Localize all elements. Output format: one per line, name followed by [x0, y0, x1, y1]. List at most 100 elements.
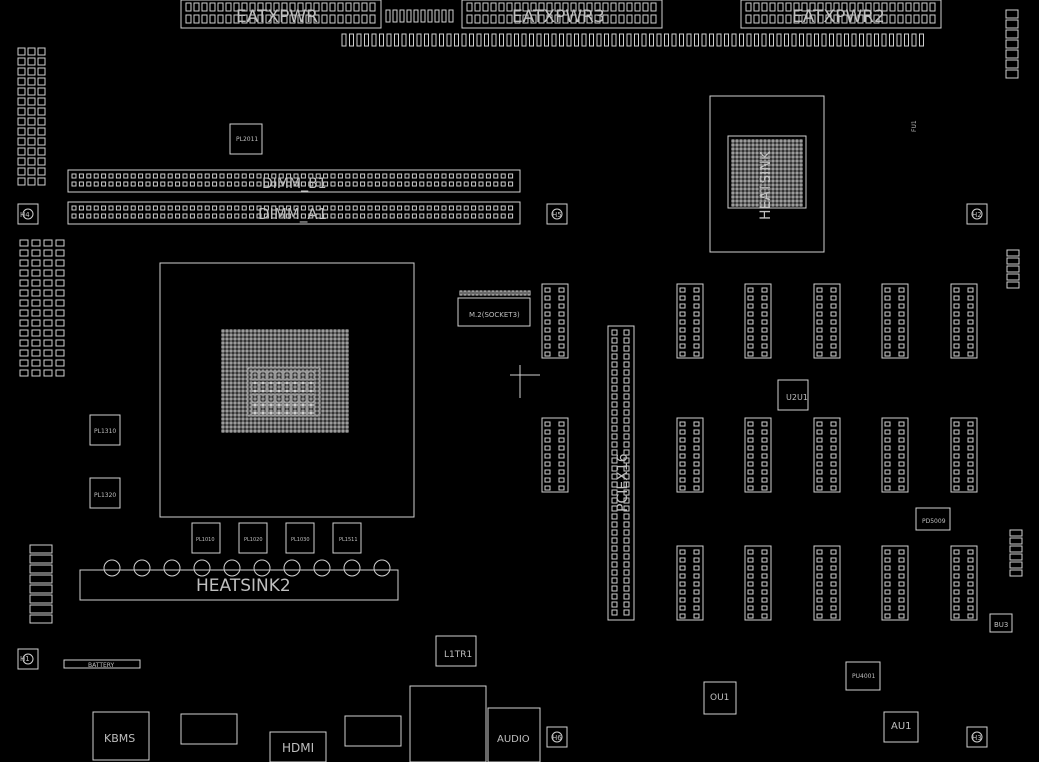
- left-header: [29, 544, 53, 624]
- cpu-bga-pads: [221, 329, 349, 433]
- dimm-a1-label: DIMM_A1: [258, 205, 327, 224]
- chipset-die: [727, 135, 807, 209]
- ic-chip: [744, 417, 772, 493]
- au1-chip: [883, 711, 919, 743]
- audio-port: [487, 707, 541, 762]
- l1tr1-label: L1TR1: [444, 650, 472, 660]
- eatxpwr-label: EATXPWR: [236, 7, 318, 27]
- u2u1-label: U2U1: [786, 393, 808, 402]
- ic-chip: [950, 417, 978, 493]
- kbms-label: KBMS: [104, 732, 135, 745]
- chipset-heatsink: [709, 95, 825, 253]
- mounting-hole-ring: [22, 653, 34, 665]
- mounting-hole-ring: [971, 208, 983, 220]
- ic-chip-pads: [747, 421, 768, 491]
- pl2011-label: PL2011: [236, 136, 258, 143]
- u2u1-chip: [777, 379, 809, 411]
- vrm-heatsink2: [79, 569, 399, 601]
- right-header: [1006, 249, 1020, 289]
- battery-holder: [63, 659, 141, 669]
- capacitor: [373, 559, 391, 577]
- mounting-hole: [546, 203, 568, 225]
- choke-inductor: [285, 522, 315, 554]
- eatxpwr2-connector: [740, 0, 942, 29]
- ic-chip-pads: [747, 287, 768, 357]
- top-header-pins: [341, 33, 924, 47]
- capacitor: [223, 559, 241, 577]
- hdmi-port: [269, 731, 327, 762]
- choke-inductor: [89, 477, 121, 509]
- ic-chip-pads: [953, 287, 974, 357]
- dimm-a1-slot: [67, 201, 521, 225]
- m2-pins: [459, 290, 531, 296]
- ic-chip: [541, 417, 569, 493]
- choke-inductor: [89, 414, 121, 446]
- ic-chip-pads: [679, 421, 700, 491]
- ou1-label: OU1: [710, 693, 729, 703]
- h6-label: H6: [552, 734, 562, 742]
- pu4001-label: PU4001: [852, 673, 875, 680]
- choke-inductor: [845, 661, 881, 691]
- right-header: [1005, 9, 1019, 79]
- eatxpwr-pins: [185, 2, 376, 24]
- ic-chip-pads: [544, 421, 565, 491]
- eatxpwr-connector: [180, 0, 382, 29]
- ic-chip: [676, 417, 704, 493]
- au1-label: AU1: [891, 721, 912, 732]
- ic-chip: [676, 545, 704, 621]
- capacitor: [163, 559, 181, 577]
- ic-chip: [813, 283, 841, 359]
- ic-chip-pads: [884, 421, 905, 491]
- ic-chip-pads: [884, 287, 905, 357]
- battery-label: BATTERY: [88, 662, 115, 669]
- h1-label: H1: [20, 655, 30, 663]
- kbms-port: [92, 711, 150, 761]
- ic-chip-pads: [953, 549, 974, 619]
- eatxpwr3-pins: [466, 2, 657, 24]
- dvi-port: [344, 715, 402, 747]
- ic-chip: [541, 283, 569, 359]
- capacitor: [133, 559, 151, 577]
- dimm-a1-pins: [71, 205, 514, 219]
- cpu-center-pads: [251, 371, 315, 414]
- m2-socket3-label: M.2(SOCKET3): [469, 311, 520, 319]
- h3-label: H3: [972, 734, 982, 742]
- capacitor: [253, 559, 271, 577]
- bu3-label: BU3: [994, 621, 1008, 629]
- dimm-b1-pins: [71, 173, 514, 187]
- left-passives: [19, 239, 65, 377]
- pcie-x16-slot: [607, 325, 635, 621]
- ic-chip: [813, 417, 841, 493]
- lan-usb-port: [409, 685, 487, 762]
- pciex16-label: PCIEX16: [615, 453, 631, 512]
- mounting-hole: [966, 726, 988, 748]
- ic-chip: [744, 283, 772, 359]
- eatxpwr2-label: EATXPWR2: [792, 7, 885, 27]
- ic-chip-pads: [544, 287, 565, 357]
- mounting-hole-ring: [551, 208, 563, 220]
- ic-chip-pads: [884, 549, 905, 619]
- choke-inductor: [332, 522, 362, 554]
- h2-label: H2: [972, 211, 982, 219]
- ic-chip: [813, 545, 841, 621]
- left-passives: [17, 47, 46, 186]
- right-header: [1009, 529, 1023, 577]
- mounting-hole-ring: [551, 731, 563, 743]
- ic-chip: [950, 283, 978, 359]
- heatsink2-label: HEATSINK2: [196, 576, 291, 596]
- pl1010-label: PL1010: [196, 537, 215, 543]
- ou1-chip: [703, 681, 737, 715]
- ic-chip: [950, 545, 978, 621]
- chipset-pads: [731, 139, 803, 207]
- ic-chip-pads: [679, 287, 700, 357]
- audio-label: AUDIO: [497, 734, 530, 745]
- pl1030-label: PL1030: [291, 537, 310, 543]
- bu3-chip: [989, 613, 1013, 633]
- mounting-hole-ring: [971, 731, 983, 743]
- ic-chip: [744, 545, 772, 621]
- capacitor: [283, 559, 301, 577]
- ic-chip-pads: [816, 549, 837, 619]
- choke-inductor: [238, 522, 268, 554]
- cpu-socket-outline: [159, 262, 415, 518]
